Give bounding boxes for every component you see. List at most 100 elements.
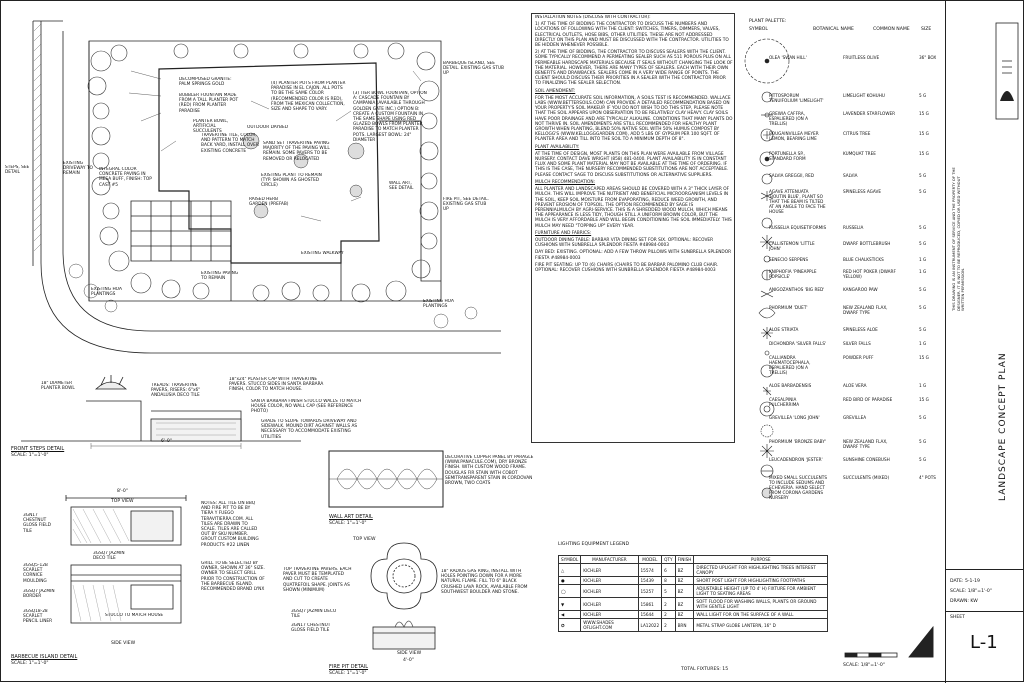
- sheet-label: SHEET: [950, 615, 965, 620]
- steps-detail-scale: SCALE: 1"=1'-0": [11, 453, 49, 458]
- title-block: THIS DRAWING IS AN INSTRUMENT OF SERVICE…: [945, 1, 1024, 683]
- lighting-total: TOTAL FIXTURES: 15: [681, 667, 729, 672]
- plan-label-planter-bowl: PLANTER BOWL, ARTIFICIAL SUCCULENTS: [193, 119, 229, 135]
- plan-label-fire-pit: FIRE PIT, SEE DETAIL. EXISTING GAS STUB …: [443, 197, 489, 213]
- bbq-top-view-label: TOP VIEW: [111, 499, 134, 504]
- soil-title: SOIL AMENDMENT:: [535, 88, 576, 94]
- plant-row: CALLIANDRA HAEMATOCEPHALA, ESPALIERED (O…: [769, 355, 929, 375]
- bbq-label-jazmin-border: 3GSQ7 JAZMIN BORDER: [23, 589, 55, 600]
- plan-label-planter-pots: (4) PLANTER POTS FROM PLANTER PARADISE I…: [271, 81, 346, 113]
- bbq-notes: NOTES: ALL TILE ON BBQ AND FIRE PIT TO B…: [201, 501, 259, 548]
- scale-bar: [844, 652, 898, 658]
- plan-label-walkway: EXISTING WALKWAY: [301, 251, 344, 256]
- wall-light-icon: ◀: [557, 610, 582, 619]
- lighting-legend-table: SYMBOL MANUFACTURER MODEL QTY FINISH PUR…: [557, 555, 828, 632]
- plan-label-sand-set: SAND SET TRAVERTINE PAVING MAJORITY OF T…: [263, 141, 330, 162]
- lighting-header-qty: QTY: [661, 555, 676, 564]
- plan-label-integral-concrete: INTEGRAL COLOR CONCRETE PAVING IN MESA B…: [99, 167, 152, 188]
- fire-pit-top-view-label: TOP VIEW: [353, 537, 376, 542]
- plan-label-herb-garden: RAISED HERB GARDEN (PREFAB): [249, 197, 289, 208]
- flood-light-icon: ▼: [557, 597, 582, 611]
- palette-header-common: COMMON NAME: [873, 27, 910, 32]
- furniture-title: FURNITURE AND FABRICS:: [535, 230, 592, 236]
- fire-pit-label-chestnut: 3GN17 CHESTNUT GLOSS FIELD TILE: [291, 623, 331, 634]
- soil-text: FOR THE MOST ACCURATE SOIL INFORMATION, …: [535, 95, 733, 143]
- mulch-text: ALL PLANTER AND LANDSCAPED AREAS SHOULD …: [535, 187, 732, 229]
- lighting-header-finish: FINISH: [674, 555, 695, 564]
- lighting-header-model: MODEL: [637, 555, 663, 564]
- fire-pit-title: FIRE PIT DETAIL: [329, 664, 369, 670]
- table-row: SYMBOL MANUFACTURER MODEL QTY FINISH PUR…: [557, 555, 828, 564]
- fire-pit-drawing: [370, 542, 438, 650]
- lighting-header-mfr: MANUFACTURER: [580, 555, 639, 564]
- sheet-date: DATE: 5-1-19: [950, 579, 980, 584]
- furniture-item-1: OUTDOOR DINING TABLE: BARBAR VITA DINING…: [535, 237, 714, 249]
- plant-palette-title: PLANT PALETTE:: [749, 19, 787, 24]
- bbq-label-cornice: 3GSQ5-12B SCARLET CORNICE MOULDING: [23, 563, 48, 584]
- fire-pit-label-jazmin: 3GSQ7 JAZMIN DECO TILE: [291, 609, 337, 620]
- plan-label-bbq-island: BARBEQUE ISLAND, SEE DETAIL. EXISTING GA…: [443, 61, 504, 77]
- mulch-title: MULCH RECOMMENDATION:: [535, 179, 596, 185]
- plant-row: MIXED SMALL SUCCULENTS TO INCLUDE SEDUMS…: [769, 475, 936, 500]
- front-steps-drawing: [21, 375, 301, 449]
- palette-header-size: SIZE: [921, 27, 932, 32]
- plan-label-hoa-right: EXISTING HOA PLANTINGS: [423, 299, 454, 310]
- plant-row: PHORMIUM 'DUET'NEW ZEALAND FLAX, DWARF T…: [769, 305, 927, 315]
- fire-pit-burner-note: 18" RADIUS GAS RING, INSTALL WITH HOLES …: [441, 569, 528, 595]
- plan-label-travertine-tile: TRAVERTINE TILE, COLOR, AND PATTERN TO M…: [201, 133, 259, 154]
- scale-bar-label: SCALE: 1/8"=1'-0": [843, 663, 885, 668]
- lighting-header-symbol: SYMBOL: [557, 555, 582, 564]
- installation-notes: INSTALLATION NOTES (DISCUSS WITH CONTRAC…: [535, 15, 733, 441]
- plan-label-daybed: OUTDOOR DAYBED: [247, 125, 289, 130]
- sheet-scale: SCALE: 1/8"=1'-0": [950, 589, 992, 594]
- furniture-item-2: DAY BED: EXISTING. OPTIONAL: ADD A FEW T…: [535, 250, 732, 261]
- plan-label-dg: DECOMPOSED GRANITE: PALM SPRINGS GOLD: [179, 77, 232, 88]
- post-light-icon: ●: [557, 576, 582, 585]
- notes-item-2: 2) AT THE TIME OF BIDDING, THE CONTRACTO…: [535, 50, 733, 87]
- notes-frame: [531, 13, 735, 443]
- steps-label-stucco: SANTA BARBARA FINISH STUCCO WALLS TO MAT…: [251, 399, 362, 415]
- wall-art-scale: SCALE: 1"=1'-0": [329, 521, 367, 526]
- plant-row: PITTOSPORUM TENUIFOLIUM 'LIMELIGHT'LIMEL…: [769, 93, 927, 103]
- plan-label-existing-paving: EXISTING PAVING TO REMAIN: [201, 271, 239, 282]
- lighting-header-purpose: PURPOSE: [693, 555, 828, 564]
- uplight-icon: △: [557, 563, 582, 577]
- fire-pit-scale: SCALE: 1"=1'-0": [329, 671, 367, 676]
- fire-pit-side-view-label: SIDE VIEW: [397, 651, 422, 656]
- plant-row: CALLISTEMON 'LITTLE JOHN'DWARF BOTTLEBRU…: [769, 241, 927, 251]
- steps-detail-title: FRONT STEPS DETAIL: [11, 446, 65, 452]
- steps-label-treads: TREADS: TRAVERTINE PAVERS, RISERS: 6"x6"…: [151, 383, 201, 399]
- plant-row: KNIPHOFIA 'PINEAPPLE POPSICLE'RED HOT PO…: [769, 269, 927, 279]
- steps-dimension: 6'-0": [161, 439, 172, 444]
- plant-symbols: [744, 38, 790, 499]
- furniture-item-3: FIRE PIT SEATING: UP TO (6) CHAIRS (CHAI…: [535, 262, 719, 273]
- plan-label-wall-art: WALL ART, SEE DETAIL: [389, 181, 414, 192]
- palette-header-symbol: SYMBOL: [749, 27, 768, 32]
- wall-art-title: WALL ART DETAIL: [329, 514, 373, 520]
- palette-header-botanical: BOTANICAL NAME: [813, 27, 854, 32]
- lantern-icon: ✪: [557, 618, 582, 632]
- notes-item-1: 1) AT THE TIME OF BIDDING THE CONTRACTOR…: [535, 22, 729, 49]
- steps-label-bowl: 18" DIAMETER PLANTER BOWL: [41, 381, 75, 392]
- bbq-detail-scale: SCALE: 1"=1'-0": [11, 661, 49, 666]
- lighting-legend-title: LIGHTING EQUIPMENT LEGEND: [558, 542, 630, 547]
- bbq-dimension: 8'-0": [117, 489, 128, 494]
- bbq-drawing: [65, 495, 187, 624]
- plant-availability-text: AT THE TIME OF DESIGN, MOST PLANTS ON TH…: [535, 151, 729, 178]
